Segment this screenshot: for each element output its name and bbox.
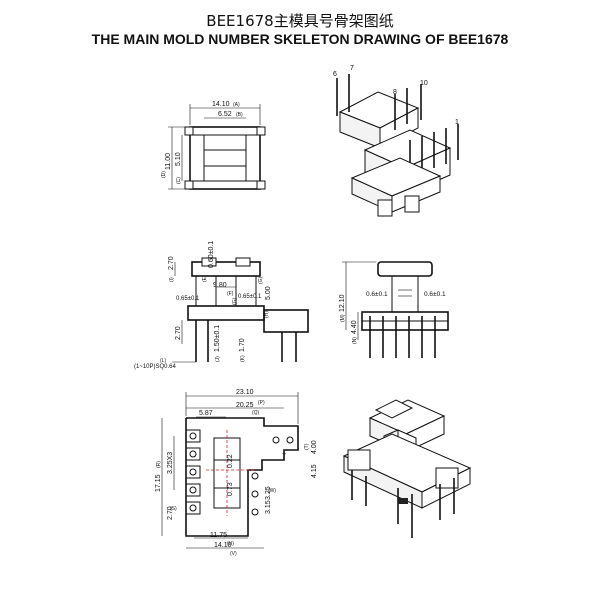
dim-front-cap: 2.70 — [168, 256, 175, 270]
ref-f: (F) — [227, 291, 234, 297]
dim-bottom-pitch: 3.25X3 — [167, 452, 174, 474]
dim-front-pin-top: 2.70 — [175, 326, 182, 340]
ref-g: (G) — [258, 276, 264, 284]
ref-n: (N) — [352, 337, 358, 344]
dim-bottom-span: 20.25 — [236, 402, 254, 409]
bottom-pin-slots — [185, 429, 294, 516]
ref-l: (L) — [160, 358, 166, 364]
side-view: 12.10 (M) 0.6±0.1 0.6±0.1 4.40 (N) — [339, 261, 449, 358]
ref-w: (W) — [268, 488, 276, 494]
dim-bottom-415: 4.15 — [311, 464, 318, 478]
pin-label-6: 6 — [333, 71, 337, 78]
ref-c: (C) — [176, 177, 182, 184]
dim-bottom-edge: 2.70 — [167, 506, 174, 520]
pin-label-7: 7 — [350, 65, 354, 72]
pin-label-8: 8 — [393, 89, 397, 96]
dim-front-slot: 0.60±0.1 — [208, 241, 215, 268]
ref-m: (M) — [340, 314, 346, 322]
top-view-outline — [189, 126, 261, 190]
isometric-view-bottom — [342, 399, 472, 538]
dim-bottom-325: 3.25 — [265, 486, 272, 500]
ref-r: (R) — [156, 461, 162, 468]
ref-u: (U) — [227, 541, 234, 547]
ref-k: (K) — [240, 355, 246, 362]
dim-bottom-022: 0.22 — [227, 454, 234, 468]
dim-side-right-gap: 0.6±0.1 — [424, 291, 446, 298]
dim-bottom-offset: 5.87 — [199, 410, 213, 417]
ref-g-alt: (G) — [232, 297, 238, 305]
pin-label-10: 10 — [420, 80, 428, 87]
dim-front-base: 1.70 — [239, 338, 246, 352]
dim-top-core-width: 6.52 — [218, 111, 232, 118]
top-view: 14.10 (A) 6.52 (B) 11.00 (D) 5.10 (C) — [161, 101, 266, 190]
dim-bottom-400: 4.00 — [311, 440, 318, 454]
dim-bottom-height: 17.15 — [155, 474, 162, 492]
ref-a: (A) — [233, 102, 240, 108]
dim-bottom-1410: 14.10 — [214, 542, 232, 549]
dim-front-pin-sq: (1~10P)SQ0.64 — [134, 364, 177, 370]
dim-top-height: 11.00 — [165, 153, 172, 170]
dim-front-pin-len: 1.50±0.1 — [214, 325, 221, 352]
dim-side-height: 12.10 — [339, 294, 346, 312]
ref-b: (B) — [236, 112, 243, 118]
dim-front-core: 9.80 — [213, 282, 227, 289]
ref-e: (E) — [202, 275, 208, 282]
dim-bottom-overall: 23.10 — [236, 389, 254, 396]
dim-bottom-7: 7 — [282, 453, 286, 460]
ref-q: (Q) — [252, 410, 260, 416]
isometric-view-top: 6 7 8 10 1 — [333, 65, 459, 217]
front-view: 2.70 (I) 0.60±0.1 (E) 9.80 (F) 0.65±0.1 … — [134, 241, 309, 370]
dim-top-core-height: 5.10 — [175, 152, 182, 166]
dim-bottom-315: 3.15 — [265, 500, 272, 514]
dim-front-gap-right: 0.65±0.1 — [238, 294, 262, 300]
ref-s: (S) — [170, 506, 177, 512]
ref-j: (J) — [215, 356, 221, 362]
ref-d: (D) — [161, 171, 167, 178]
drawing-title-cn: BEE1678主模具号骨架图纸 — [206, 12, 394, 30]
dim-side-left-gap: 0.6±0.1 — [366, 291, 388, 298]
bottom-view: 23.10 (P) 20.25 (Q) 5.87 17.15 (R) 3.25X… — [155, 389, 318, 557]
dim-bottom-073: 0.73 — [227, 482, 234, 496]
drawing-title-en: THE MAIN MOLD NUMBER SKELETON DRAWING OF… — [91, 31, 509, 47]
dim-bottom-1175: 11.75 — [210, 532, 227, 539]
dim-front-height: 5.00 — [265, 286, 272, 300]
ref-h: (H) — [264, 311, 270, 318]
dim-side-base: 4.40 — [351, 320, 358, 334]
ref-p: (P) — [258, 400, 265, 406]
pin-label-1: 1 — [455, 119, 459, 126]
dim-front-gap-left: 0.65±0.1 — [176, 296, 200, 302]
ref-t: (T) — [304, 443, 310, 450]
ref-v: (V) — [230, 551, 237, 557]
dim-top-width: 14.10 — [212, 101, 230, 108]
ref-i: (I) — [169, 277, 175, 282]
